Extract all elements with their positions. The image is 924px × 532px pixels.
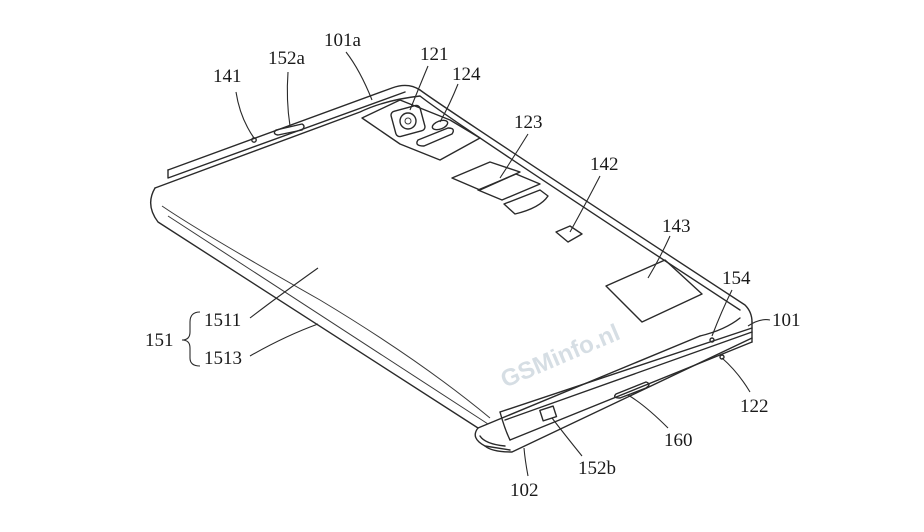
sensor-142: [555, 225, 583, 243]
label-142: 142: [590, 154, 619, 175]
label-154: 154: [722, 268, 751, 289]
watermark-text: GSMinfo.nl: [497, 319, 624, 393]
rear-display-143: [605, 259, 703, 323]
label-141: 141: [213, 66, 242, 87]
rear-buttons: [451, 161, 549, 215]
label-122: 122: [740, 396, 769, 417]
top-details: [251, 123, 725, 360]
label-121: 121: [420, 44, 449, 65]
label-101a: 101a: [324, 30, 362, 51]
label-160: 160: [664, 430, 693, 451]
label-152a: 152a: [268, 48, 306, 69]
label-151: 151: [145, 330, 174, 351]
label-1511: 1511: [204, 310, 241, 331]
label-101: 101: [772, 310, 801, 331]
leader-lines: [181, 51, 771, 477]
camera-module: [361, 99, 481, 161]
label-152b: 152b: [578, 458, 616, 479]
label-124: 124: [452, 64, 481, 85]
label-1513: 1513: [204, 348, 242, 369]
device-body: [150, 84, 753, 453]
label-123: 123: [514, 112, 543, 133]
reference-labels: 141 152a 101a 121 124 123 142 143 154 10…: [145, 30, 801, 501]
bottom-details: [539, 381, 650, 422]
label-102: 102: [510, 480, 539, 501]
label-143: 143: [662, 216, 691, 237]
